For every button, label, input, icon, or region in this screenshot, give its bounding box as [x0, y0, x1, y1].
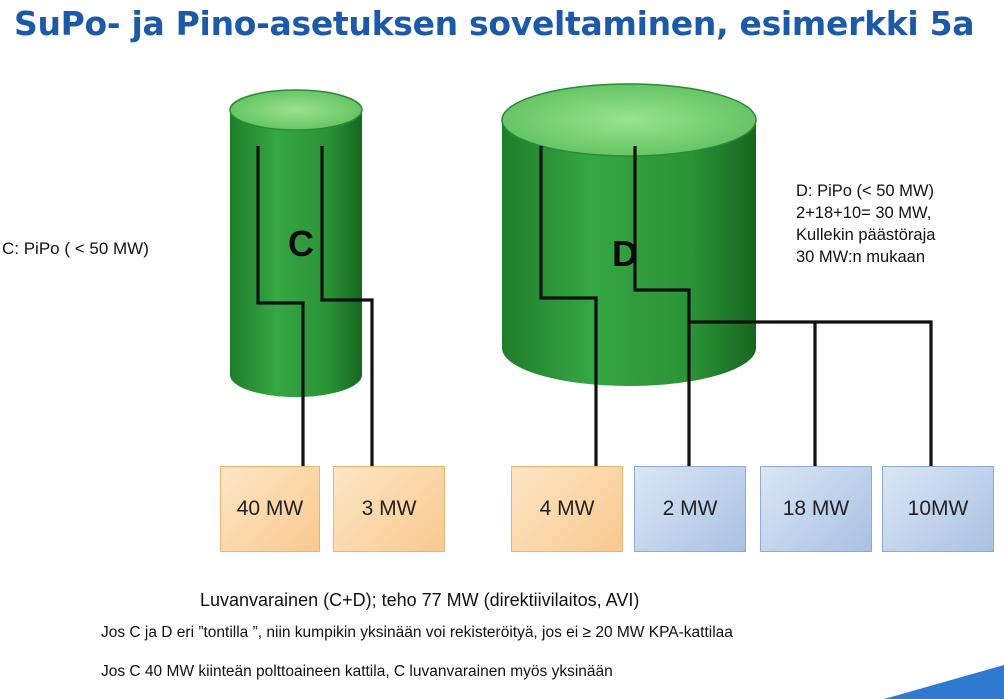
cylinder-c-label: C	[288, 223, 314, 264]
note-permit: Luvanvarainen (C+D); teho 77 MW (direkti…	[200, 590, 640, 610]
note-separate-sites: Jos C ja D eri ”tontilla ”, niin kumpiki…	[101, 624, 733, 641]
cylinder-c	[229, 89, 363, 397]
boiler-box-4mw: 4 MW	[511, 466, 623, 552]
line-c-3mw	[320, 146, 374, 466]
boiler-box-label: 2 MW	[662, 497, 718, 520]
boiler-box-label: 3 MW	[361, 497, 417, 520]
line-d-4mw	[539, 146, 598, 466]
boiler-box-40mw: 40 MW	[220, 466, 320, 552]
d-description: D: PiPo (< 50 MW) 2+18+10= 30 MW, Kullek…	[796, 180, 935, 268]
corner-accent	[884, 665, 1004, 699]
line-d-2mw	[633, 146, 691, 466]
connector-lines	[256, 146, 933, 466]
note-solid-fuel: Jos C 40 MW kiinteän polttoaineen kattil…	[101, 663, 613, 680]
c-description: C: PiPo ( < 50 MW)	[2, 239, 149, 258]
line-d-10mw	[815, 320, 933, 466]
cylinder-d	[501, 83, 757, 386]
boiler-box-3mw: 3 MW	[333, 466, 445, 552]
boiler-box-label: 10MW	[907, 497, 969, 520]
boiler-box-label: 4 MW	[539, 497, 595, 520]
d-description-line: 30 MW:n mukaan	[796, 248, 926, 266]
d-description-line: 2+18+10= 30 MW,	[796, 204, 932, 222]
page-title: SuPo- ja Pino-asetuksen soveltaminen, es…	[14, 4, 975, 43]
boiler-box-label: 18 MW	[782, 497, 850, 520]
d-description-line: Kullekin päästöraja	[796, 226, 936, 244]
boiler-box-18mw: 18 MW	[760, 466, 872, 552]
line-c-40mw	[256, 146, 305, 466]
boiler-box-label: 40 MW	[236, 497, 304, 520]
boiler-box-2mw: 2 MW	[634, 466, 746, 552]
d-description-line: D: PiPo (< 50 MW)	[796, 182, 934, 200]
cylinder-d-label: D	[612, 233, 638, 274]
boiler-box-10mw: 10MW	[882, 466, 994, 552]
